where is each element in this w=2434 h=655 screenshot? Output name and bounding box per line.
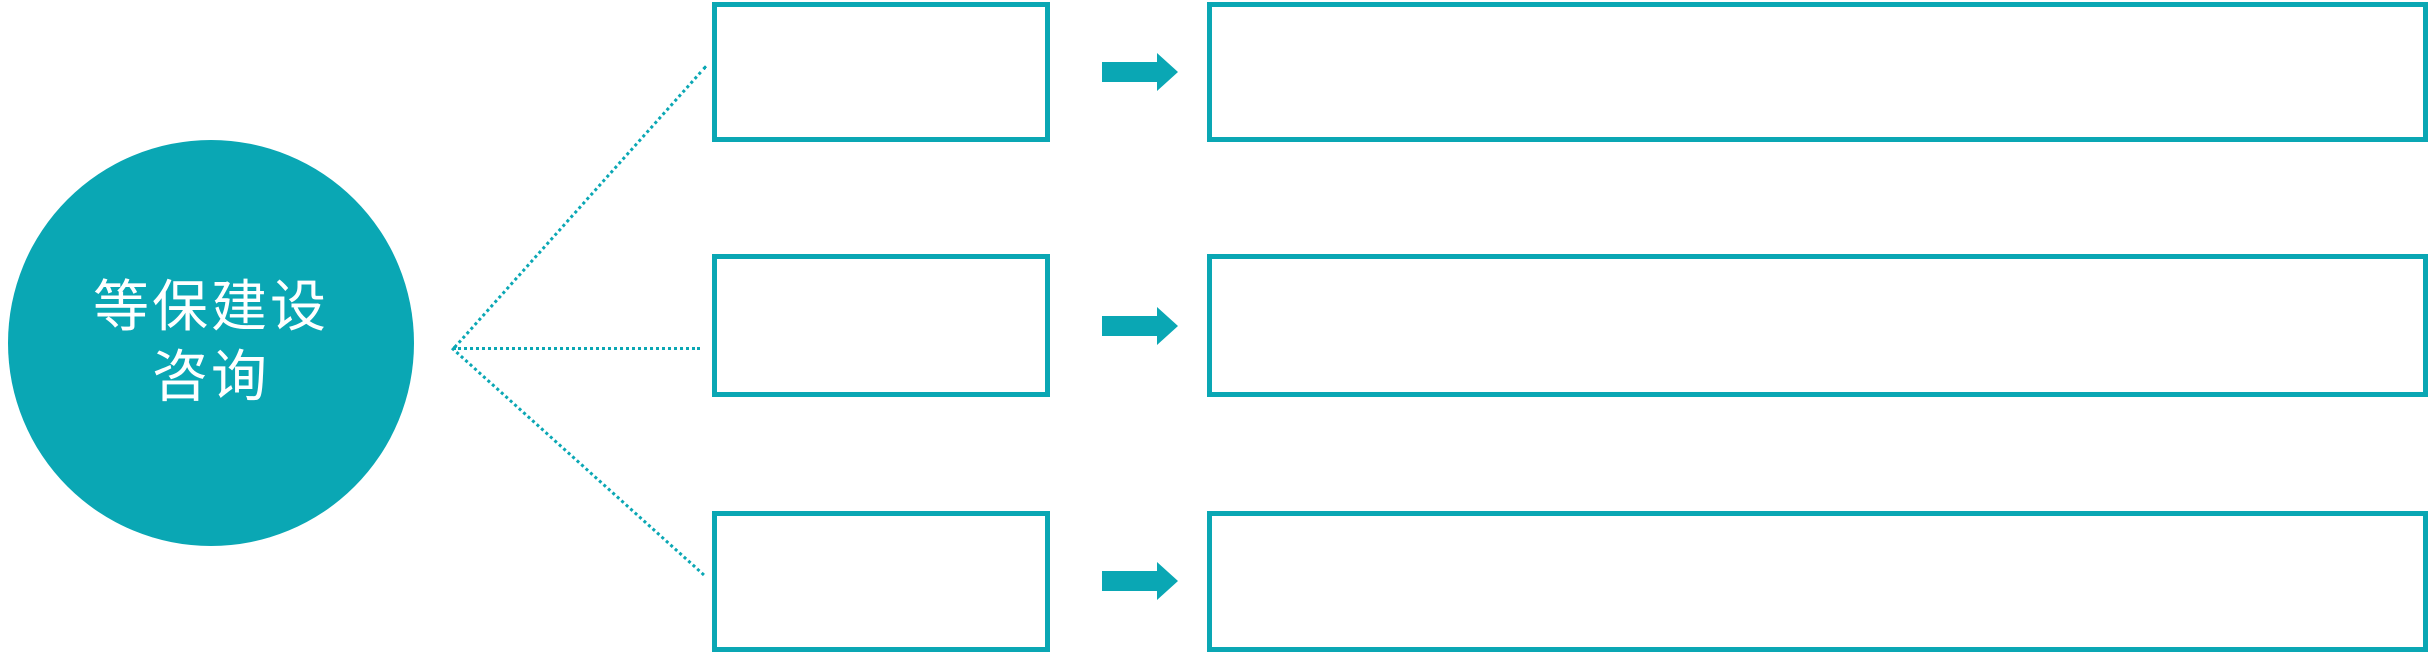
connector-dotted-line-bottom [450,347,705,577]
arrow-right-icon-3 [1102,562,1178,600]
connector-dotted-line-top [453,65,708,349]
category-box-1 [712,2,1050,142]
detail-box-1 [1207,2,2428,142]
category-box-3-text [717,516,1045,647]
category-box-3 [712,511,1050,652]
detail-box-3-text [1212,516,2423,647]
arrow-right-icon-1 [1102,53,1178,91]
arrow-right-icon-2 [1102,307,1178,345]
category-box-2 [712,254,1050,397]
detail-box-2-text [1212,259,2423,392]
detail-box-1-text [1212,7,2423,137]
detail-box-2 [1207,254,2428,397]
detail-box-3 [1207,511,2428,652]
topic-circle: 等保建设 咨询 [8,140,414,546]
topic-circle-label-line1: 等保建设 [93,275,329,340]
connector-dotted-line-middle [453,347,700,350]
topic-circle-label-line2: 咨询 [152,345,270,410]
category-box-1-text [717,7,1045,137]
category-box-2-text [717,259,1045,392]
